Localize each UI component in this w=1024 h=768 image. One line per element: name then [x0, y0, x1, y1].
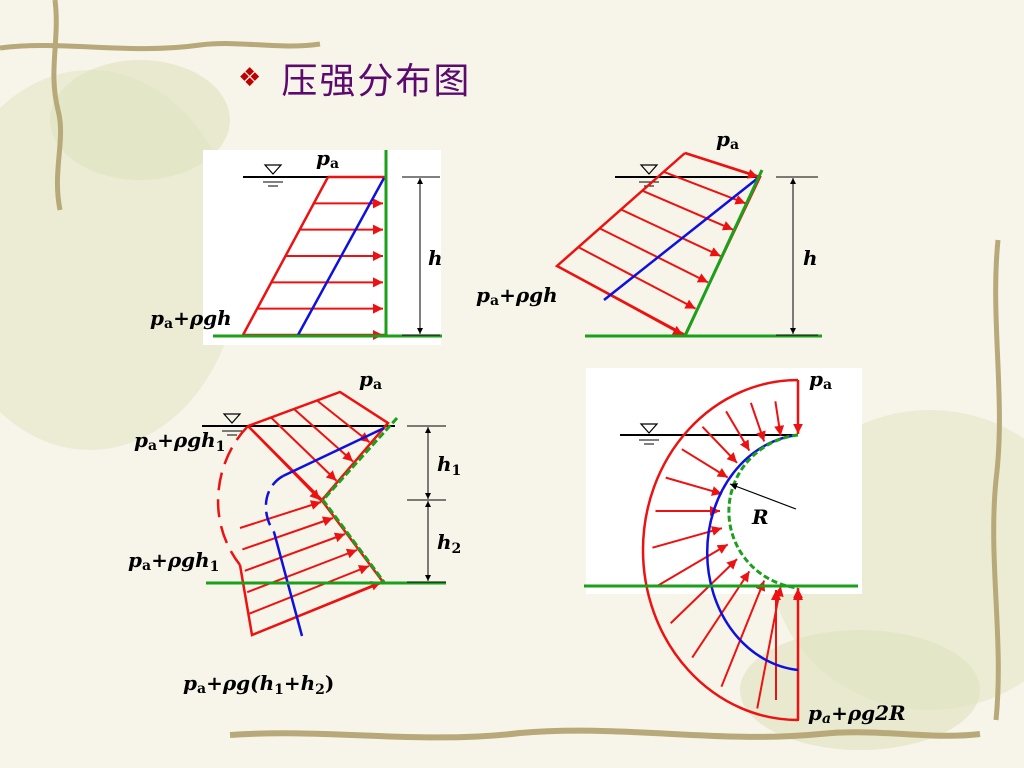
surface-pressure-label: pa [716, 127, 739, 153]
bottom-pressure-label: pa+ρg2R [808, 701, 906, 727]
depth-label: h [428, 246, 443, 270]
panel-vertical-wall: h pa pa+ρgh [150, 146, 443, 345]
pressure-arrows [556, 152, 759, 336]
pressure-arrow [720, 580, 766, 688]
pressure-arrow [242, 516, 334, 551]
pressure-arrow [669, 558, 738, 624]
pressure-arrow [756, 586, 784, 709]
linear-pressure-line [706, 433, 799, 672]
pressure-arrow [244, 532, 346, 572]
pressure-arrow [656, 543, 729, 587]
pressure-arrows [239, 399, 382, 636]
bottom-pressure-label: pa+ρgh [150, 306, 232, 332]
pressure-arrow [239, 500, 322, 529]
pressure-outline [554, 151, 762, 337]
wall-arc [727, 433, 799, 590]
surface-pressure-label: pa [316, 146, 339, 172]
panel-broken-wall: h1 h2 pa pa+ρgh1 pa+ρgh1 pa+ρg(h1+h2) [128, 367, 461, 698]
pressure-arrow [599, 227, 709, 284]
pressure-arrow [665, 476, 723, 496]
knee-pressure-label-lower: pa+ρgh1 [128, 548, 219, 575]
pressure-arrow [293, 408, 354, 463]
free-surface-symbol [263, 164, 283, 187]
pressure-outline-dashed [216, 425, 249, 566]
panel-background [203, 150, 441, 345]
free-surface-symbol [639, 164, 659, 187]
slide-title: ❖ 压强分布图 [238, 52, 471, 104]
bottom-pressure-label: pa+ρg(h1+h2) [183, 671, 334, 698]
linear-pressure-line [603, 177, 759, 301]
radius-arrow [729, 483, 797, 510]
depth-label-lower: h2 [437, 530, 461, 557]
panel-inclined-wall: h pa pa+ρgh [476, 127, 822, 338]
pressure-arrow [701, 426, 738, 464]
pressure-arrow [620, 208, 721, 257]
bullet-icon: ❖ [238, 63, 262, 93]
surface-pressure-label: pa [809, 367, 832, 393]
surface-pressure-label: pa [359, 367, 382, 393]
pressure-arrow [652, 526, 723, 549]
pressure-arrow [556, 265, 684, 336]
pressure-arrow [725, 410, 751, 452]
pressure-arrow [251, 581, 382, 636]
wall-line [683, 169, 764, 337]
pressure-arrow [247, 425, 321, 501]
bottom-pressure-label: pa+ρgh [476, 283, 558, 309]
free-surface-symbol [639, 423, 659, 445]
depth-label-upper: h1 [437, 452, 461, 479]
pressure-arrow [316, 399, 371, 444]
pressure-arrow [577, 246, 696, 310]
panel-background [586, 368, 862, 594]
pressure-arrow [641, 189, 734, 231]
pressure-arrow [684, 152, 759, 179]
linear-pressure-line-dashed [264, 474, 284, 533]
pressure-arrow [774, 401, 785, 436]
pressure-arrow [749, 402, 766, 442]
pressure-arrow [246, 548, 358, 594]
linear-pressure-line [296, 177, 386, 336]
pressure-outline-outer [641, 378, 799, 722]
pressure-arrow [270, 416, 338, 482]
wall-line [321, 416, 399, 583]
title-text: 压强分布图 [281, 61, 472, 102]
radius-label: R [751, 505, 769, 529]
panel-curved-wall: R pa pa+ρg2R [584, 367, 906, 727]
linear-pressure-line-upper [282, 426, 385, 478]
depth-label: h [803, 246, 818, 270]
knee-pressure-label-upper: pa+ρgh1 [134, 428, 225, 455]
free-surface-symbol [222, 413, 242, 436]
pressure-arrow [681, 448, 729, 479]
pressure-arrow [249, 565, 370, 615]
